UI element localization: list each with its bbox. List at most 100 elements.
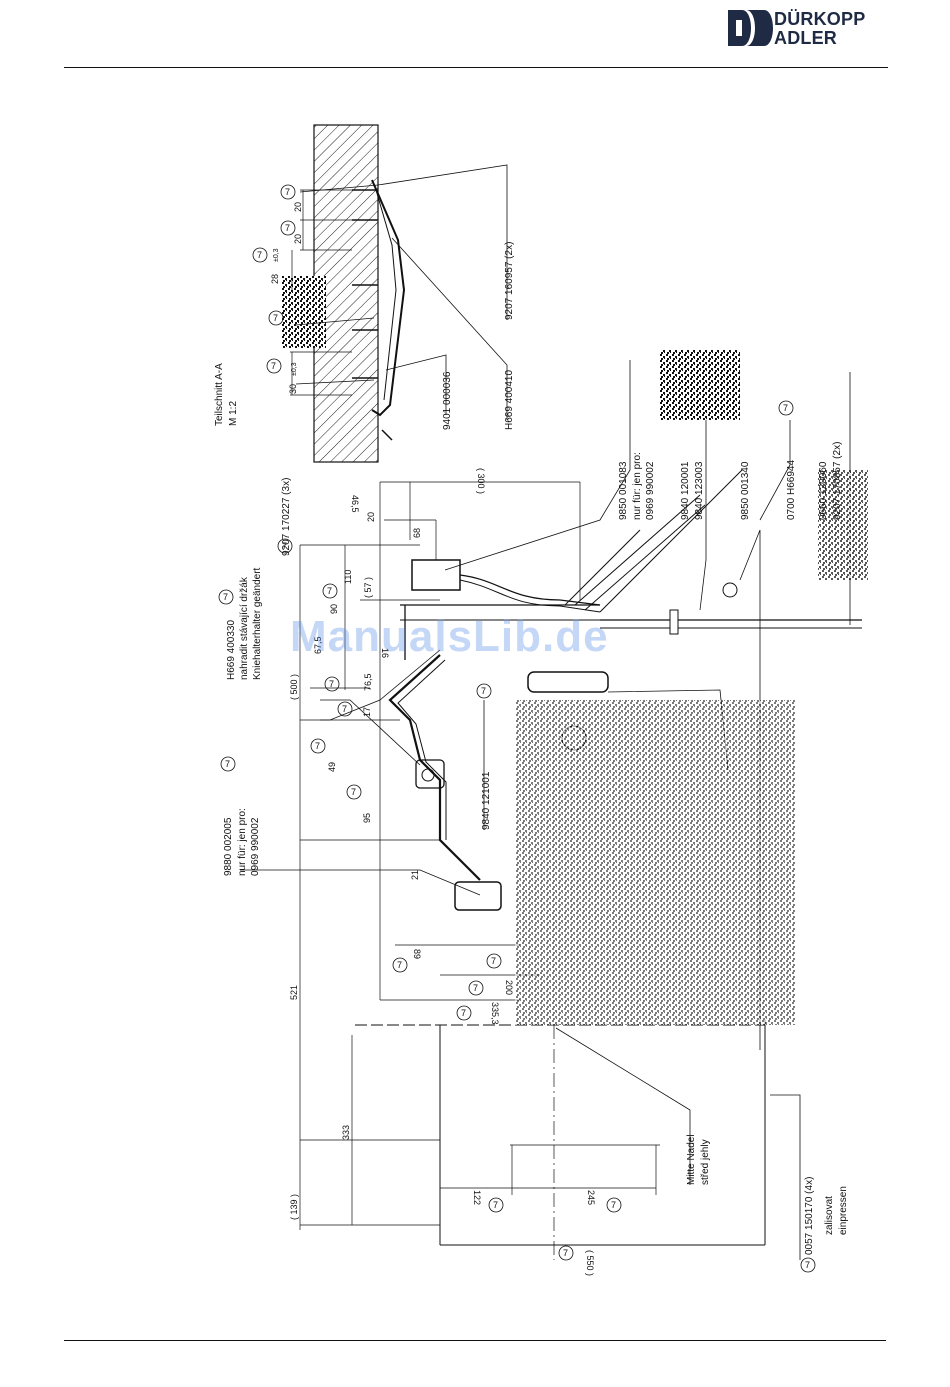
knee-holder-changed-note: Kniehalterhalter geändert [252, 567, 263, 680]
svg-text:7: 7 [611, 1200, 616, 1210]
dim-20b: 20 [293, 234, 303, 244]
svg-text:7: 7 [397, 960, 402, 970]
svg-text:7: 7 [282, 541, 287, 551]
dim-20c: 20 [366, 512, 376, 522]
part-noise-block-b [818, 470, 868, 580]
dim-110: 110 [343, 570, 353, 584]
section-noise-block [282, 276, 326, 348]
svg-text:7: 7 [481, 686, 486, 696]
brand-logo-icon [728, 10, 773, 46]
svg-text:7: 7 [461, 1008, 466, 1018]
knee-lever-profile [371, 179, 406, 417]
dim-95: 95 [362, 813, 372, 823]
watermark: ManualsLib.de [290, 612, 609, 661]
part-0969-990002-b: 0969 990002 [250, 817, 261, 876]
machine-base-detail [515, 700, 795, 1025]
part-9850-001340: 9850 001340 [740, 461, 751, 520]
dim-300: ( 300 ) [476, 468, 486, 494]
main-assembly [240, 360, 862, 1260]
knee-holder [415, 759, 445, 789]
dim-68: 68 [412, 528, 422, 538]
part-0660-120060: 0660 120060 [818, 461, 829, 520]
section-scale: M 1:2 [228, 401, 239, 426]
dim-57: ( 57 ) [363, 577, 373, 598]
svg-text:7: 7 [257, 250, 262, 260]
part-9850-001083: 9850 001083 [618, 461, 629, 520]
part-h669-400410: H669 400410 [504, 370, 515, 430]
dim-521: 521 [289, 985, 299, 1000]
only-for-label-a: nur für: jen pro: [632, 452, 643, 520]
svg-text:7: 7 [273, 313, 278, 323]
dim-335-3: 335,3 [490, 1002, 500, 1025]
dim-49: 49 [327, 762, 337, 772]
dim-122: 122 [472, 1190, 482, 1205]
brand-logo [724, 6, 894, 50]
svg-text:7: 7 [342, 704, 347, 714]
part-9840-120001: 9840 120001 [680, 461, 691, 520]
part-9840-123003: 9840 123003 [694, 461, 705, 520]
svg-text:7: 7 [327, 586, 332, 596]
dim-17: 17 [362, 707, 372, 717]
dim-139: ( 139 ) [289, 1194, 299, 1220]
svg-text:7: 7 [285, 223, 290, 233]
only-for-label-b: nur für: jen pro: [237, 808, 248, 876]
svg-text:7: 7 [805, 1260, 810, 1270]
needle-center-label-de: Mitte Nadel [686, 1134, 697, 1185]
dim-67-5: 67,5 [313, 636, 323, 654]
svg-text:7: 7 [783, 403, 788, 413]
dim-20a: 20 [293, 202, 303, 212]
svg-text:7: 7 [473, 983, 478, 993]
svg-text:7: 7 [351, 787, 356, 797]
dim-76-5: 76,5 [363, 673, 373, 691]
press-in-note-de: einpressen [838, 1186, 849, 1235]
dim-46-5: 46,5 [350, 495, 360, 513]
part-9840-121001: 9840 121001 [481, 771, 492, 830]
part-0969-990002-a: 0969 990002 [645, 461, 656, 520]
svg-text:7: 7 [285, 187, 290, 197]
needle-center-label-cz: střed jehly [700, 1139, 711, 1185]
header-rule [64, 67, 888, 68]
svg-text:7: 7 [315, 741, 320, 751]
svg-text:7: 7 [271, 361, 276, 371]
part-0057-150170: 0057 150170 (4x) [804, 1177, 815, 1255]
dim-90: 90 [329, 604, 339, 614]
dim-tol2: ±0,3 [291, 362, 298, 376]
circle-marks: 7 7 7 7 7 7 7 7 7 7 7 7 7 7 7 7 7 7 7 [218, 184, 816, 1273]
dim-30: 30 [288, 384, 298, 394]
part-9880-002005: 9880 002005 [223, 817, 234, 876]
replace-holder-note: nahradit stávající držák [239, 576, 250, 680]
svg-text:7: 7 [491, 956, 496, 966]
dim-500: ( 500 ) [289, 674, 299, 700]
part-9207-170857: 9207 170857 (2x) [832, 442, 843, 520]
dim-tol1: ±0,3 [273, 248, 280, 262]
dim-89: 89 [412, 949, 422, 959]
dim-200: 200 [504, 980, 514, 995]
svg-text:7: 7 [493, 1200, 498, 1210]
dim-333: 333 [341, 1125, 351, 1140]
dim-550: ( 550 ) [585, 1250, 595, 1276]
brand-name-line1: DÜRKOPP [774, 9, 866, 29]
svg-text:7: 7 [563, 1248, 568, 1258]
section-title: Teilschnitt A-A [214, 363, 225, 426]
knee-pad [454, 881, 502, 911]
dim-28: 28 [270, 274, 280, 284]
part-0700-h66944: 0700 H66944 [786, 460, 797, 520]
dim-245: 245 [586, 1190, 596, 1205]
part-9207-160957: 9207 160957 (2x) [504, 242, 515, 320]
valve-block [411, 559, 461, 591]
pneumatic-cylinder [527, 671, 609, 693]
part-9401-000036: 9401 000036 [442, 371, 453, 430]
brand-name-line2: ADLER [774, 28, 837, 48]
footer-rule [64, 1340, 886, 1341]
press-in-note-cz: zalisovat [824, 1196, 835, 1235]
part-h669-400330: H669 400330 [226, 620, 237, 680]
dim-21: 21 [410, 870, 420, 880]
part-9207-170227: 9207 170227 (3x) [281, 478, 292, 556]
svg-text:7: 7 [329, 679, 334, 689]
svg-text:7: 7 [225, 759, 230, 769]
section-a-a [282, 124, 508, 463]
svg-text:7: 7 [223, 592, 228, 602]
dim-16: 16 [380, 648, 390, 658]
part-noise-block-a [660, 350, 740, 420]
